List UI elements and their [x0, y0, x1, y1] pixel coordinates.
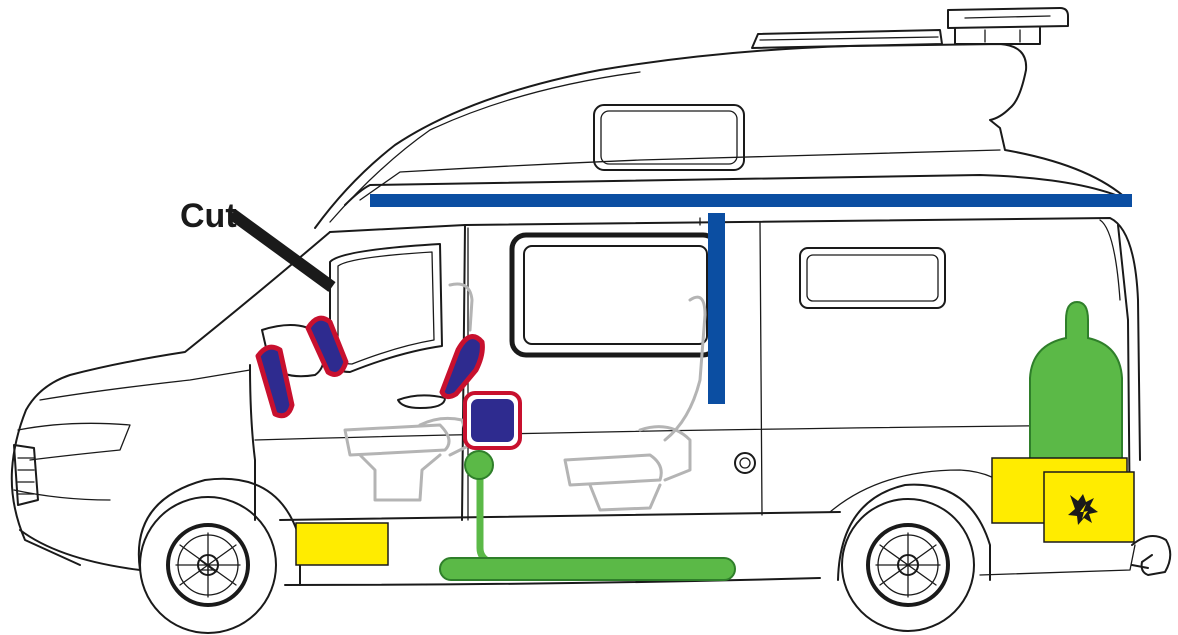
- gas-tank-underfloor: [440, 558, 735, 580]
- pillar-blue: [708, 213, 725, 404]
- cut-label: Cut: [180, 197, 237, 235]
- front-wheel: [139, 479, 300, 633]
- rear-side-window: [800, 248, 945, 308]
- cab-window: [330, 244, 442, 372]
- roof-rail-blue: [370, 194, 1132, 207]
- gas-bottle: [1030, 302, 1122, 465]
- passenger-seat: [565, 297, 705, 510]
- airbag-a-pillar: [258, 347, 292, 416]
- rear-wheel: [838, 485, 990, 631]
- gas-regulator: [465, 451, 493, 562]
- roof-ac-unit: [948, 8, 1068, 44]
- airbag-control-unit: [465, 393, 520, 448]
- battery-front: [296, 523, 388, 565]
- cut-marker: Cut: [180, 197, 332, 287]
- side-window: [512, 235, 717, 355]
- airbag-seat: [442, 337, 482, 397]
- van-body: [12, 218, 1140, 585]
- roof-window: [594, 105, 744, 170]
- airbag-curtain-front: [308, 318, 346, 374]
- battery-rear-warning: [1044, 472, 1134, 542]
- tow-hitch: [1132, 536, 1170, 575]
